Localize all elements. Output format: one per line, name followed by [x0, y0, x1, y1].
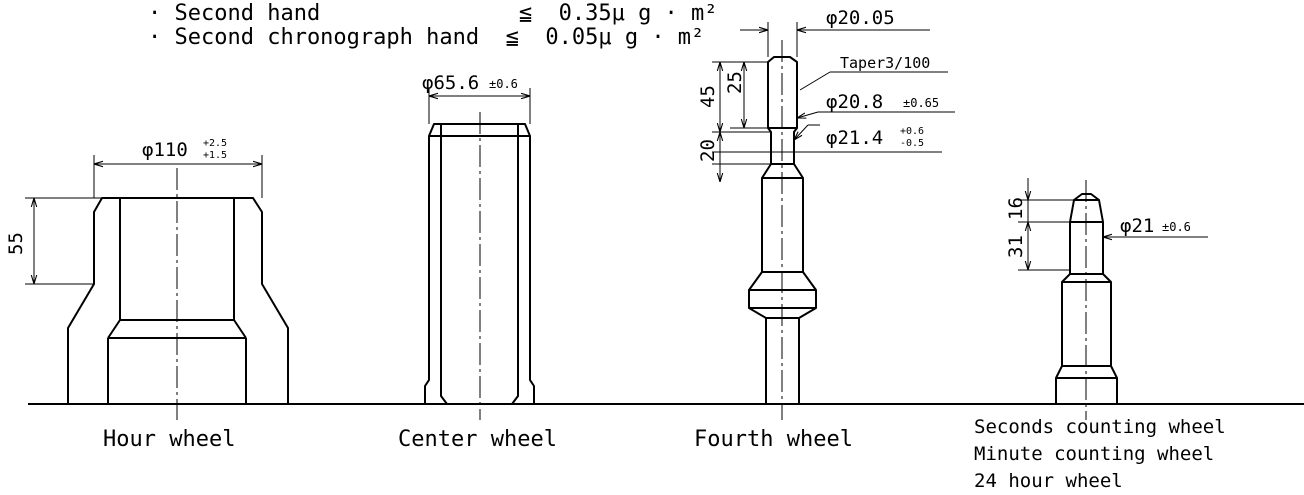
fourth-wheel-low-diameter-tol-lower: -0.5	[900, 138, 924, 149]
hour-wheel-diameter-value: φ110	[142, 139, 188, 161]
seconds-counting-wheel: φ21 ±0.6 16 31 Seconds counting wheel Mi…	[974, 178, 1226, 492]
seconds-counting-wheel-label-1: Seconds counting wheel	[974, 416, 1226, 438]
header-note-chronograph-hand: · Second chronograph hand ≦ 0.05μ g · m²	[148, 25, 704, 50]
fourth-wheel-mid-diameter-value: φ20.8	[826, 91, 883, 113]
fourth-wheel-length-45-value: 45	[697, 85, 719, 108]
center-wheel: φ65.6 ±0.6 Center wheel	[398, 72, 557, 452]
fourth-wheel-mid-diameter-tol: ±0.65	[903, 96, 939, 110]
seconds-counting-wheel-diameter-tol: ±0.6	[1162, 220, 1191, 234]
seconds-counting-wheel-length-16-value: 16	[1005, 197, 1027, 220]
seconds-counting-wheel-diameter-value: φ21	[1120, 215, 1154, 237]
hour-wheel-height-value: 55	[5, 232, 27, 255]
hour-wheel-diameter-tol-upper: +2.5	[203, 138, 227, 149]
center-wheel-diameter-tol: ±0.6	[489, 77, 518, 91]
header-note-second-hand: · Second hand ≦ 0.35μ g · m²	[148, 1, 718, 26]
seconds-counting-wheel-length-31-value: 31	[1005, 235, 1027, 258]
fourth-wheel-length-25-value: 25	[724, 71, 746, 94]
center-wheel-diameter-value: φ65.6	[422, 72, 479, 94]
seconds-counting-wheel-label-3: 24 hour wheel	[974, 470, 1123, 492]
seconds-counting-wheel-label-2: Minute counting wheel	[974, 443, 1214, 465]
center-wheel-bore	[440, 124, 519, 405]
fourth-wheel: φ20.05 Taper3/100 φ20.8 ±0.65 φ21.4 +0.6…	[694, 7, 955, 452]
hour-wheel: φ110 +2.5 +1.5 55 Hour wheel	[5, 138, 289, 452]
fourth-wheel-low-diameter-tol-upper: +0.6	[900, 126, 924, 137]
fourth-wheel-label: Fourth wheel	[694, 427, 853, 452]
hour-wheel-diameter-tol-lower: +1.5	[203, 150, 227, 161]
fourth-wheel-length-20-value: 20	[697, 139, 719, 162]
hour-wheel-label: Hour wheel	[103, 427, 235, 452]
hour-wheel-outline	[67, 197, 289, 404]
fourth-wheel-top-diameter-value: φ20.05	[826, 7, 895, 29]
fourth-wheel-taper-value: Taper3/100	[840, 54, 930, 72]
fourth-wheel-low-diameter-value: φ21.4	[826, 127, 883, 149]
center-wheel-label: Center wheel	[398, 427, 557, 452]
